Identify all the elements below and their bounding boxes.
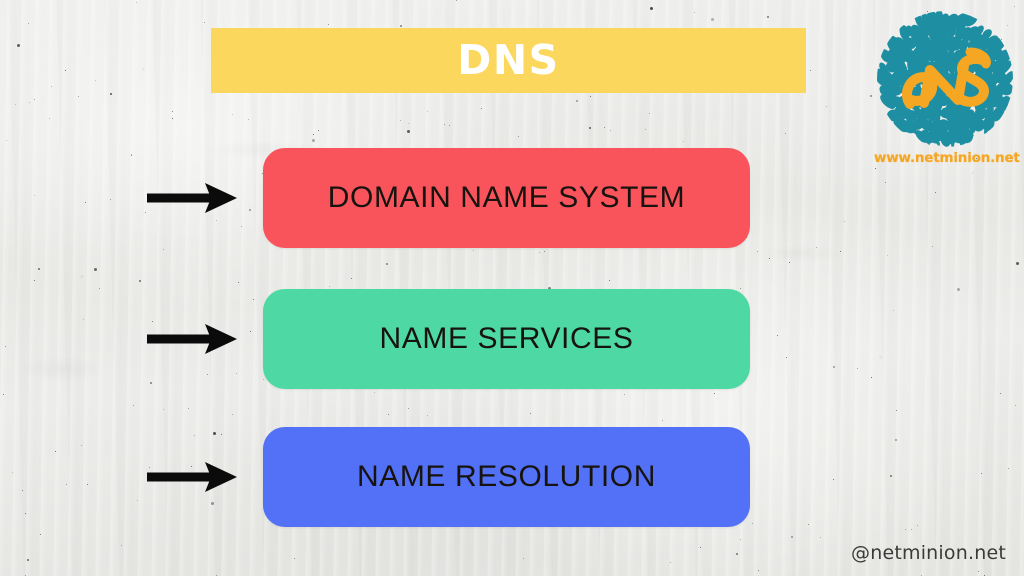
page-title: DNS — [457, 36, 560, 84]
logo-url-text: www.netminion.net — [874, 150, 1020, 166]
ns-monogram-icon — [901, 47, 991, 109]
arrow-right-icon — [147, 183, 237, 213]
arrow-right-icon — [147, 324, 237, 354]
concept-label: DOMAIN NAME SYSTEM — [327, 181, 686, 214]
globe-icon — [877, 11, 1013, 147]
concept-label: NAME SERVICES — [379, 322, 634, 355]
concept-box-name-resolution[interactable]: NAME RESOLUTION — [263, 427, 750, 527]
arrow-right-icon — [147, 462, 237, 492]
netminion-logo[interactable]: www.netminion.net — [874, 8, 1020, 173]
concept-box-domain-name-system[interactable]: DOMAIN NAME SYSTEM — [263, 148, 750, 248]
concept-row-2: NAME SERVICES — [0, 289, 1024, 389]
concept-label: NAME RESOLUTION — [356, 460, 657, 493]
concept-row-3: NAME RESOLUTION — [0, 427, 1024, 527]
concept-row-1: DOMAIN NAME SYSTEM — [0, 148, 1024, 248]
concept-box-name-services[interactable]: NAME SERVICES — [263, 289, 750, 389]
watermark-handle: @netminion.net — [851, 542, 1006, 564]
title-banner: DNS — [211, 28, 806, 93]
